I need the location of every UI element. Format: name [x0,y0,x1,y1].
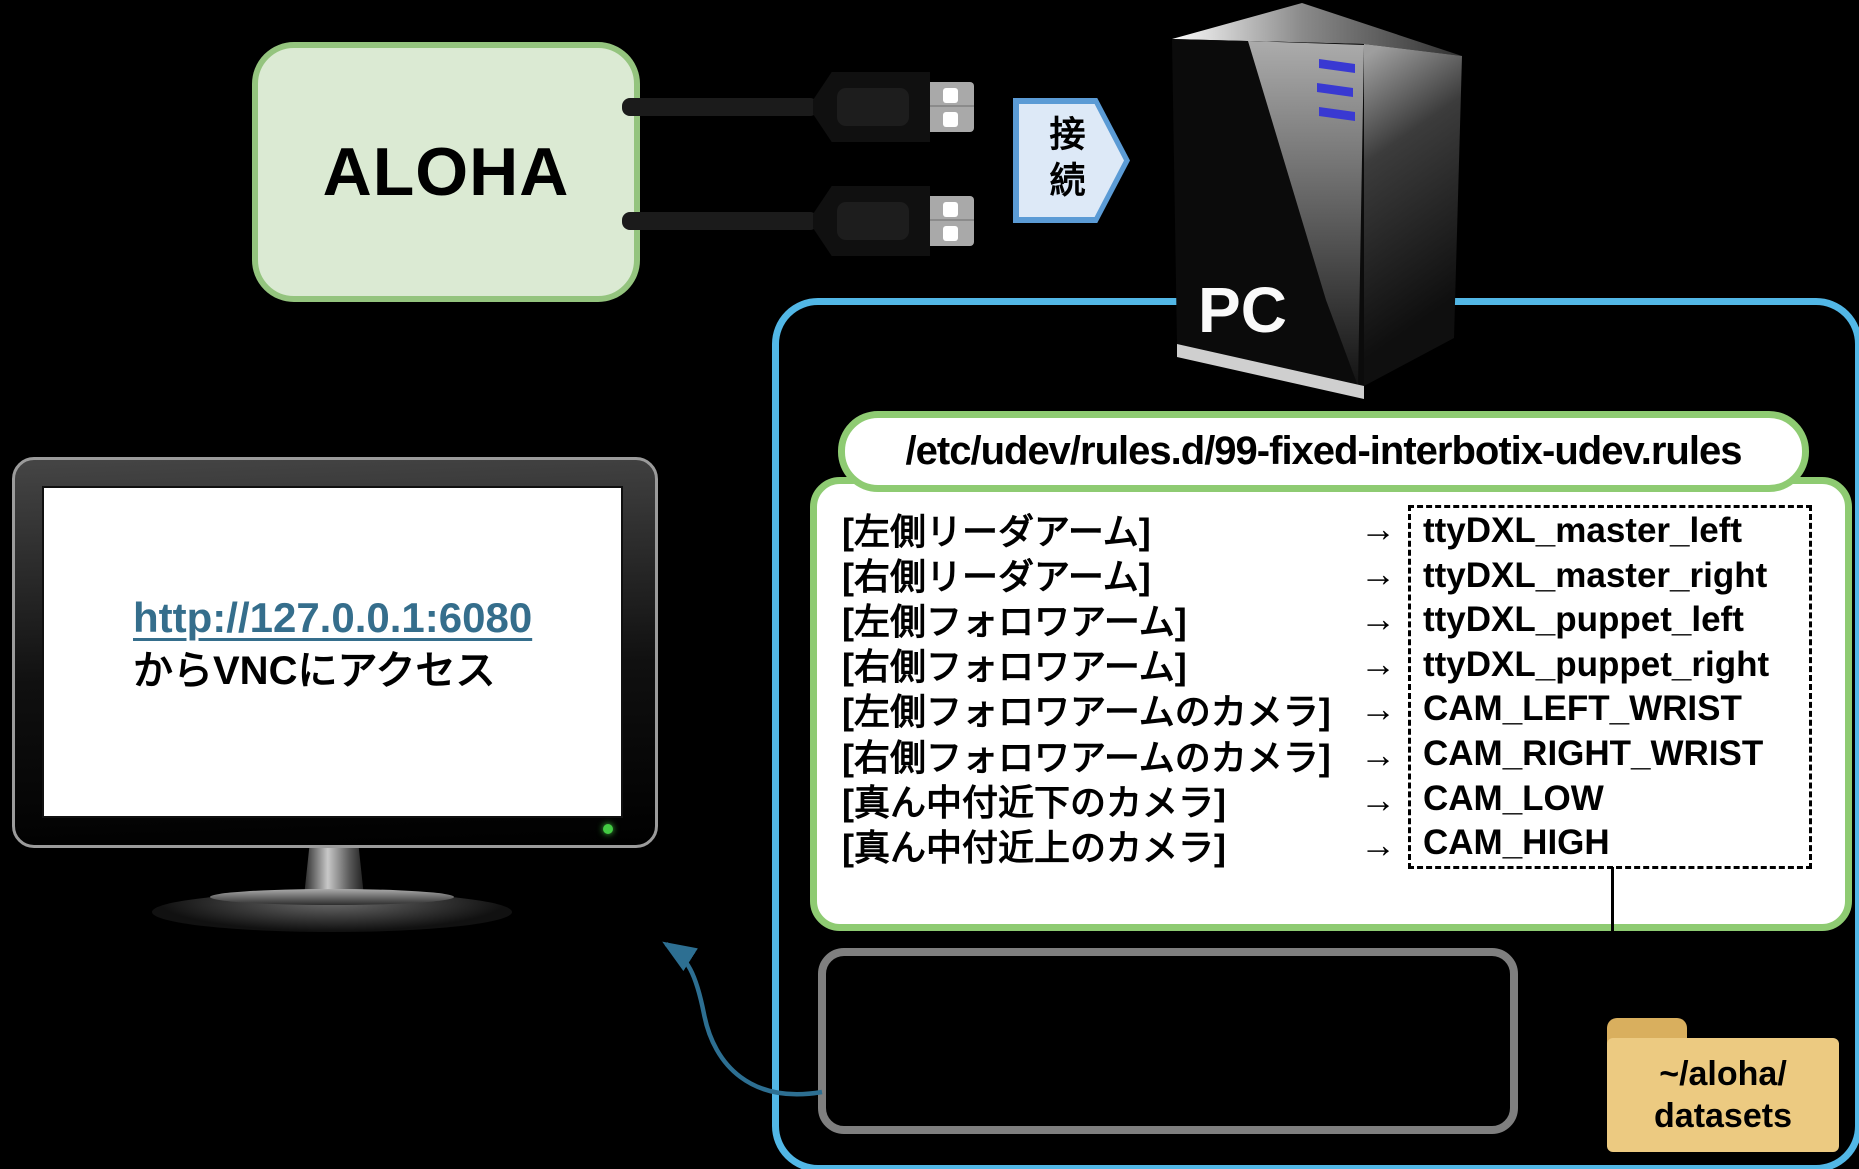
arrow-right-icon: → [1360,507,1396,549]
pc-led-bars-icon [1317,59,1355,121]
device-name: CAM_LEFT_WRIST [1423,689,1742,729]
arrow-right-icon: → [1360,597,1396,639]
usb-pin-hole [943,226,958,241]
mapping-label: [右側フォロワアームのカメラ] [842,736,1331,778]
pc-side-face [1364,44,1462,386]
mapping-row: [右側リーダアーム] → [842,551,1400,597]
usb-pin-hole [943,112,958,127]
monitor-screen [42,486,623,818]
usb-plug-top-overmold [837,88,909,126]
usb-pin-hole [943,202,958,217]
device-name: ttyDXL_puppet_right [1423,644,1770,684]
usb-tip-seam [930,219,974,221]
mapping-row: [左側リーダアーム] → [842,506,1400,552]
mapping-label: [左側フォロワアームのカメラ] [842,691,1331,733]
usb-plug-tip-bottom [930,196,974,246]
vnc-access-text: http://127.0.0.1:6080 からVNCにアクセス [133,592,653,696]
udev-mapping-list: [左側リーダアーム] → [右側リーダアーム] → [左側フォロワアーム] → … [842,506,1400,868]
folder-icon: ~/aloha/ datasets [1607,1038,1839,1152]
arrow-right-icon: → [1360,733,1396,775]
usb-plug-tip-top [930,82,974,132]
mapping-row: [左側フォロワアームのカメラ] → [842,687,1400,732]
folder-label-line1: ~/aloha/ [1659,1055,1787,1093]
mapping-row: [左側フォロワアーム] → [842,596,1400,642]
connect-arrow-fill: 接続 [1019,104,1124,217]
mapping-row: [右側フォロワアーム] → [842,642,1400,687]
arrow-right-icon: → [1360,778,1396,820]
mapping-row: [真ん中付近上のカメラ] → [842,822,1400,868]
mapping-label: [左側フォロワアーム] [842,600,1187,642]
mapping-label: [真ん中付近下のカメラ] [842,781,1226,823]
arrow-right-icon: → [1360,688,1396,730]
command-box [818,948,1518,1134]
arrow-right-icon: → [1360,552,1396,594]
usb-cable-top [622,98,818,116]
device-name: CAM_HIGH [1423,823,1610,863]
vnc-link[interactable]: http://127.0.0.1:6080 [133,594,533,641]
connect-arrow-label: 接続 [1044,114,1086,207]
connector-line [1611,867,1614,1025]
mapping-label: [左側リーダアーム] [842,510,1151,552]
device-name: ttyDXL_puppet_left [1423,600,1744,640]
mapping-label: [真ん中付近上のカメラ] [842,826,1226,868]
aloha-box: ALOHA [252,42,640,302]
pc-top-face [1172,3,1462,56]
vnc-caption: からVNCにアクセス [133,649,496,693]
usb-cable-bottom [622,212,818,230]
monitor-power-led [603,824,613,834]
monitor-stand-base-rim [210,889,454,905]
aloha-label: ALOHA [322,134,570,210]
device-names-box: ttyDXL_master_left ttyDXL_master_right t… [1408,505,1812,869]
device-name: CAM_RIGHT_WRIST [1423,733,1764,773]
device-name: ttyDXL_master_right [1423,555,1768,595]
device-name: ttyDXL_master_left [1423,511,1742,550]
folder-label-line2: datasets [1654,1097,1792,1135]
mapping-label: [右側リーダアーム] [842,555,1151,597]
udev-title: /etc/udev/rules.d/99-fixed-interbotix-ud… [905,429,1743,473]
pc-base-strip [1177,344,1364,399]
arrow-right-icon: → [1360,643,1396,685]
mapping-row: [右側フォロワアームのカメラ] → [842,732,1400,778]
pc-label: PC [1198,274,1287,346]
usb-plug-bottom-overmold [837,202,909,240]
mapping-row: [真ん中付近下のカメラ] → [842,777,1400,823]
device-name: CAM_LOW [1423,778,1604,818]
mapping-label: [右側フォロワアーム] [842,646,1187,688]
pc-tower-illustration: PC [1172,3,1462,399]
connect-arrow: 接続 [1013,98,1130,223]
usb-tip-seam [930,105,974,107]
usb-plug-bottom [813,186,930,256]
usb-pin-hole [943,88,958,103]
pc-front-sheen [1248,41,1364,386]
arrow-right-icon: → [1360,823,1396,865]
udev-title-pill: /etc/udev/rules.d/99-fixed-interbotix-ud… [838,411,1809,492]
usb-plug-top [813,72,930,142]
